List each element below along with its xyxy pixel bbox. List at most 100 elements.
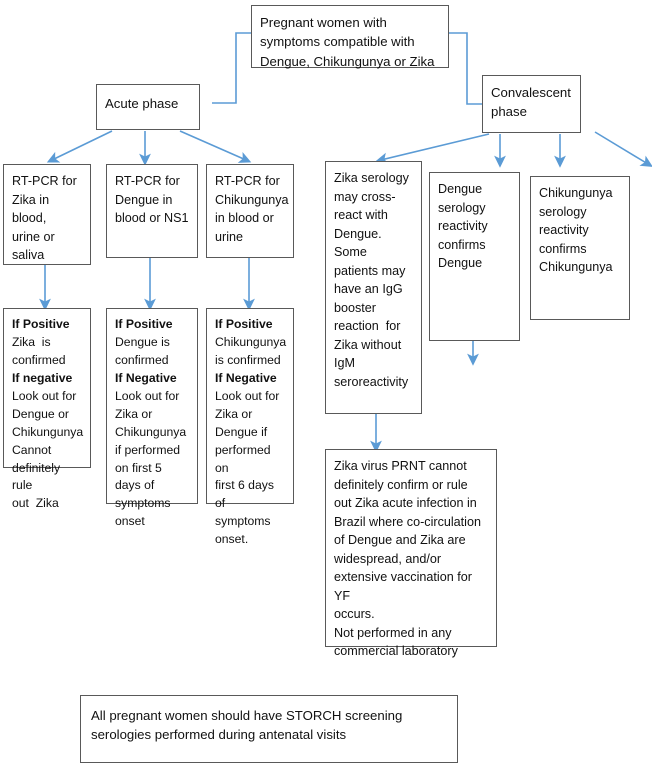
node-line: out Zika <box>12 496 59 511</box>
node-line: If Positive <box>115 317 173 331</box>
node-line: Chikungunya <box>115 424 187 439</box>
node-line: days of <box>115 478 155 493</box>
node-line: Zika or <box>215 406 253 421</box>
node-line: urine <box>215 229 244 244</box>
node-line: if performed <box>115 442 181 457</box>
node-line: Zika without <box>334 337 402 352</box>
node-line: If Negative <box>215 370 277 385</box>
node-line: If negative <box>12 370 73 385</box>
node-line: Brazil where co-circulation <box>334 514 481 529</box>
node-line: Zika is <box>12 334 51 349</box>
convalescent-phase-box: Convalescent phase <box>482 75 581 133</box>
node-line: reactivity <box>539 223 589 237</box>
node-line: RT-PCR for <box>12 174 77 188</box>
node-line: Dengue if <box>215 424 268 439</box>
node-line: Chikungunya <box>539 186 613 200</box>
node-line: Chikungunya <box>215 192 289 207</box>
zika-prnt-note-box: Zika virus PRNT cannot definitely confir… <box>325 449 497 658</box>
node-line: If Positive <box>215 317 273 331</box>
node-line: symptoms <box>115 496 171 511</box>
node-line: Dengue. Some <box>334 226 386 260</box>
node-line: first 6 days of <box>215 478 278 511</box>
node-line: definitely confirm or rule <box>334 477 468 492</box>
chikungunya-serology-box: Chikungunya serology reactivity confirms… <box>530 176 630 320</box>
node-line: blood or NS1 <box>115 211 189 225</box>
node-line: seroreactivity <box>334 374 409 389</box>
node-line: urine or <box>12 229 55 244</box>
node-line: Dengue or <box>12 406 69 421</box>
node-line: If Negative <box>115 370 177 385</box>
node-line: Dengue <box>438 182 483 196</box>
zika-serology-box: Zika serology may cross- react with Deng… <box>325 161 422 414</box>
rtpcr-chikungunya-box: RT-PCR for Chikungunya in blood or urine <box>206 164 294 258</box>
node-line: Cannot <box>12 442 52 457</box>
node-line: performed on <box>215 442 274 475</box>
node-line: widespread, and/or <box>334 551 442 566</box>
node-line: serology <box>539 204 587 219</box>
node-line: reactivity <box>438 219 488 233</box>
node-line: extensive vaccination for YF <box>334 570 476 603</box>
node-line: confirmed <box>115 352 169 367</box>
node-line: definitely rule <box>12 460 64 493</box>
node-line: Pregnant women with <box>260 15 387 30</box>
node-line: booster <box>334 300 377 315</box>
node-line: commercial laboratory <box>334 644 458 658</box>
edge-root-to-acute <box>212 32 251 104</box>
node-line: Chikungunya <box>539 260 613 274</box>
edge-root-to-convalescent <box>449 32 482 105</box>
node-line: Chikungunya <box>12 424 84 439</box>
node-line: onset <box>115 514 145 529</box>
node-line: Zika in blood, <box>12 192 53 226</box>
edge-convalescent-to-zika-serology <box>375 133 490 165</box>
node-line: IgM <box>334 356 355 370</box>
node-line: If Positive <box>12 317 70 331</box>
node-line: All pregnant women should have STORCH sc… <box>91 708 403 723</box>
edge-convalescent-to-offpage <box>594 131 652 167</box>
node-line: in blood or <box>215 211 274 225</box>
zika-result-box: If Positive Zika is confirmed If negativ… <box>3 308 91 510</box>
node-line: Acute phase <box>105 96 179 111</box>
node-line: reaction for <box>334 319 401 333</box>
node-line: is confirmed <box>215 352 281 367</box>
node-line: Zika serology <box>334 171 409 185</box>
node-line: Look out for <box>215 388 280 403</box>
dengue-serology-box: Dengue serology reactivity confirms Deng… <box>429 172 520 341</box>
pregnant-women-symptoms-box: Pregnant women with symptoms compatible … <box>251 5 449 69</box>
node-line: have an IgG <box>334 282 403 296</box>
node-line: Look out for <box>12 388 77 403</box>
node-line: may cross- <box>334 189 396 204</box>
node-line: occurs. <box>334 607 375 621</box>
node-line: symptoms compatible with <box>260 34 415 50</box>
node-line: serologies performed during antenatal vi… <box>91 727 347 743</box>
acute-phase-box: Acute phase <box>96 84 200 130</box>
node-line: phase <box>491 104 527 120</box>
node-line: symptoms <box>215 514 271 529</box>
node-line: on first 5 <box>115 460 162 475</box>
node-line: Dengue is <box>115 334 170 349</box>
node-line: patients may <box>334 263 406 278</box>
node-line: Not performed in any <box>334 625 452 640</box>
node-line: out Zika acute infection in <box>334 496 477 510</box>
node-line: react with <box>334 208 388 222</box>
node-line: Convalescent <box>491 85 571 100</box>
node-line: confirms <box>438 237 486 252</box>
node-line: Dengue, Chikungunya or Zika <box>260 53 435 69</box>
node-line: Dengue in <box>115 192 173 207</box>
rtpcr-zika-box: RT-PCR for Zika in blood, urine or saliv… <box>3 164 91 265</box>
node-line: onset. <box>215 532 249 547</box>
node-line: Look out for <box>115 388 180 403</box>
edge-acute-to-rtpcr-chikungunya <box>179 130 252 163</box>
chikungunya-result-box: If Positive Chikungunya is confirmed If … <box>206 308 294 546</box>
node-line: Zika or <box>115 406 153 421</box>
node-line: RT-PCR for <box>115 174 180 188</box>
node-line: RT-PCR for <box>215 174 280 188</box>
node-line: confirms <box>539 241 587 256</box>
node-line: confirmed <box>12 352 66 367</box>
edge-acute-to-rtpcr-zika <box>46 130 113 163</box>
node-line: saliva <box>12 248 45 262</box>
node-line: of Dengue and Zika are <box>334 533 466 547</box>
node-line: Chikungunya <box>215 334 287 349</box>
storch-screening-box: All pregnant women should have STORCH sc… <box>80 695 458 763</box>
node-line: Zika virus PRNT cannot <box>334 459 467 473</box>
